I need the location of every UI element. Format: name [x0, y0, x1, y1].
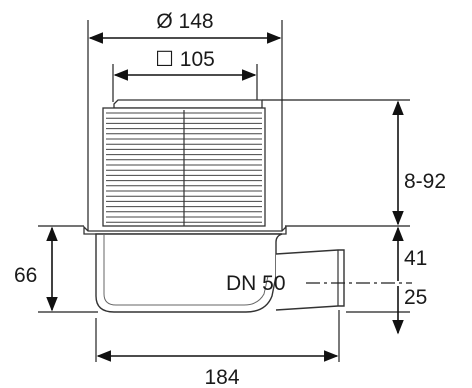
drain-bowl [95, 233, 283, 313]
label-height-8-92: 8-92 [404, 170, 446, 193]
outlet-pipe [275, 249, 345, 311]
label-184: 184 [204, 366, 239, 388]
extension-lines [38, 20, 410, 362]
label-square-105: ☐ 105 [155, 48, 215, 71]
label-66: 66 [14, 264, 37, 287]
flange [83, 225, 287, 235]
grille-top-plate [113, 99, 263, 109]
label-outlet-dn50: DN 50 [226, 272, 286, 295]
label-diameter-148: Ø 148 [156, 10, 213, 33]
label-41: 41 [404, 247, 427, 270]
drain-body [83, 99, 412, 313]
dimension-lines [46, 32, 404, 362]
bowl-inner-line [103, 234, 269, 306]
label-25: 25 [404, 286, 427, 309]
